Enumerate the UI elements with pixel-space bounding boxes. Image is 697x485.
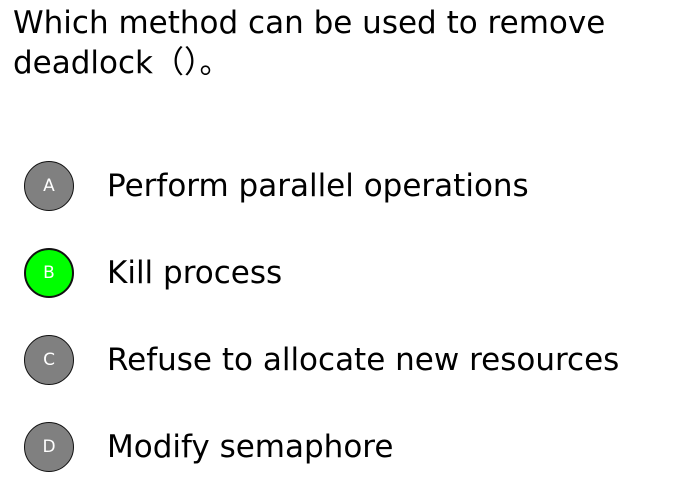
option-a-label: Perform parallel operations [107,168,529,204]
option-a-radio[interactable]: A [24,161,74,211]
option-d-label: Modify semaphore [107,429,394,465]
option-b-label: Kill process [107,255,283,291]
option-c-radio[interactable]: C [24,335,74,385]
option-d[interactable]: D Modify semaphore [24,420,393,474]
option-a[interactable]: A Perform parallel operations [24,159,529,213]
question-text: Which method can be used to remove deadl… [13,5,606,81]
option-b[interactable]: B Kill process [24,246,282,300]
option-c-label: Refuse to allocate new resources [107,342,620,378]
option-d-radio[interactable]: D [24,422,74,472]
option-b-radio[interactable]: B [24,248,74,298]
option-c[interactable]: C Refuse to allocate new resources [24,333,619,387]
